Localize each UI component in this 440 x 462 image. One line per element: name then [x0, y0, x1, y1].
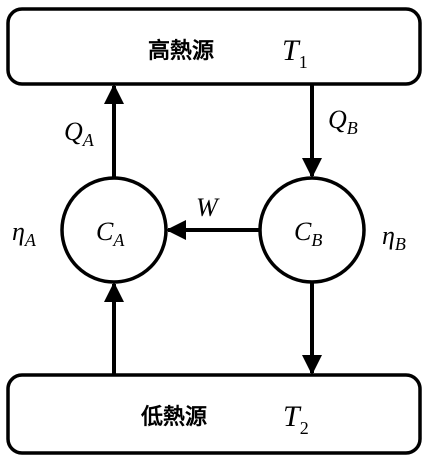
hot-temp-symbol: T1: [282, 34, 308, 72]
efficiency-a-label: ηA: [12, 217, 37, 250]
efficiency-b-label: ηB: [382, 221, 406, 254]
hot-reservoir-box: [6, 7, 422, 86]
cold-temp-symbol: T2: [283, 400, 309, 438]
heat-b-label: QB: [328, 105, 358, 138]
cold-reservoir-label: 低熱源: [140, 404, 207, 430]
work-label: W: [196, 193, 220, 222]
hot-reservoir-label: 高熱源: [148, 38, 214, 64]
cold-reservoir-box: [6, 373, 422, 455]
heat-a-label: QA: [64, 117, 95, 150]
engine-b-label: CB: [294, 217, 322, 250]
engine-a-label: CA: [96, 217, 125, 250]
